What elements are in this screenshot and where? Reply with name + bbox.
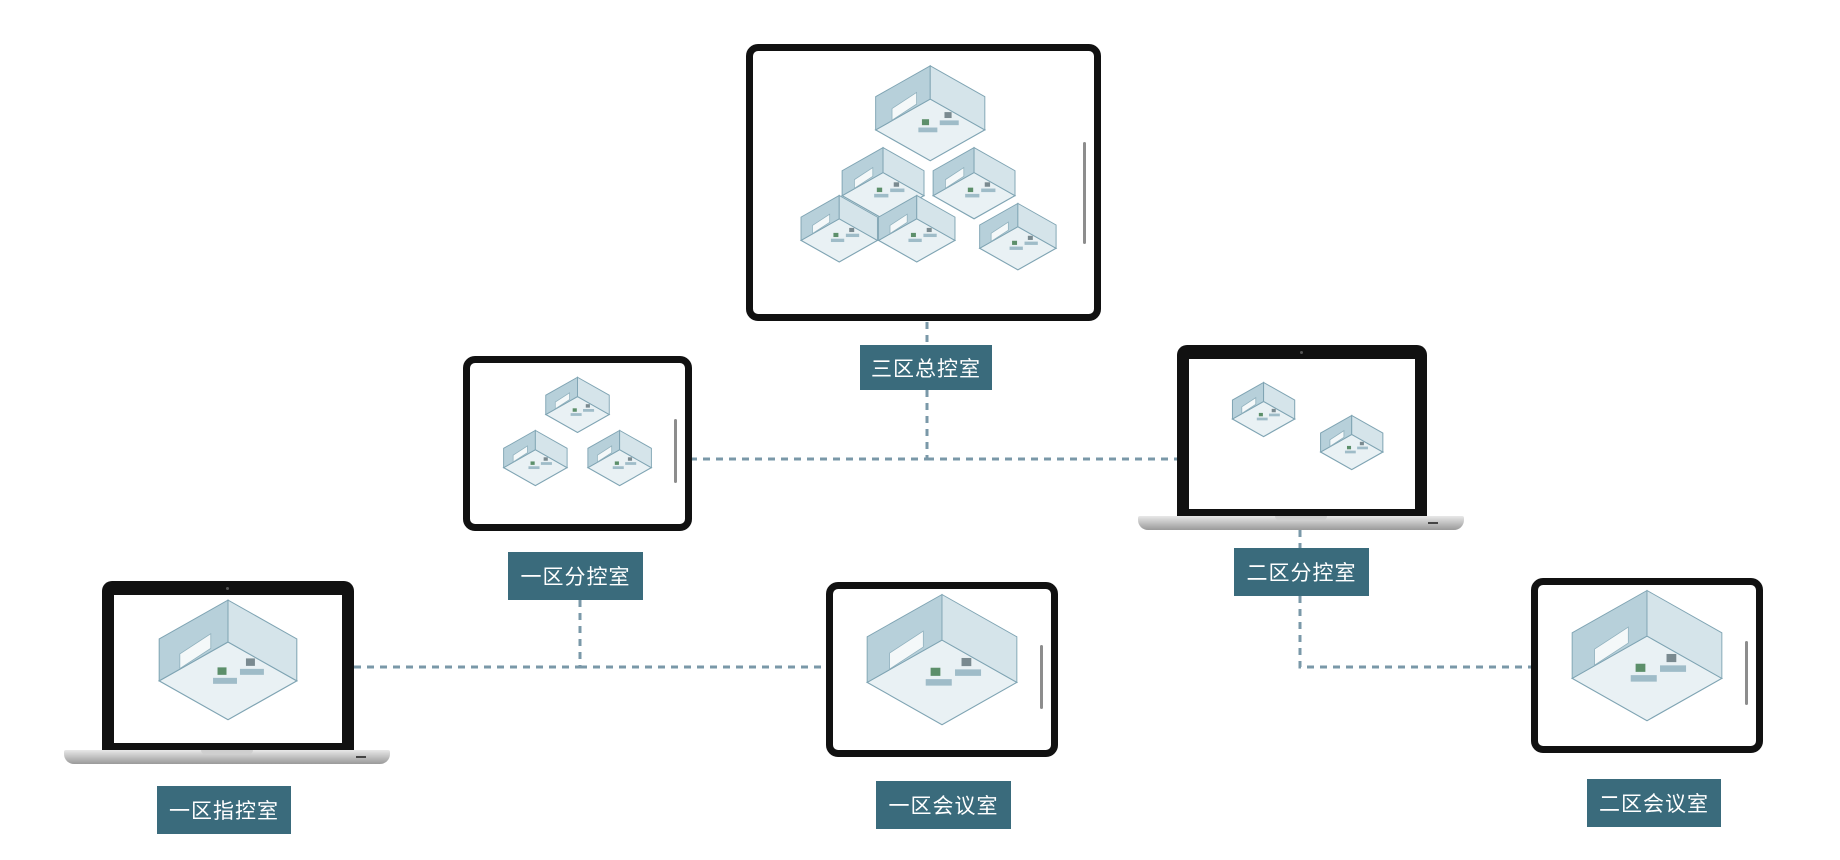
room-icon	[1319, 414, 1385, 471]
node-label: 一区指控室	[157, 786, 291, 834]
room-icon	[931, 146, 1017, 220]
link-line-hq-zone1_sub	[692, 322, 929, 461]
tablet-icon	[826, 582, 1058, 757]
room-icon	[877, 194, 957, 263]
room-icon	[1231, 381, 1296, 438]
node-label: 一区分控室	[508, 552, 643, 600]
room-icon	[157, 599, 299, 721]
tablet-icon	[1531, 578, 1763, 753]
rooms-illustration	[799, 64, 1058, 271]
room-icon	[502, 429, 569, 487]
tablet-icon	[463, 356, 692, 531]
room-icon	[874, 64, 986, 162]
laptop-icon	[64, 581, 390, 764]
scrollbar	[674, 419, 677, 483]
room-icon	[1571, 589, 1723, 722]
rooms-illustration	[866, 593, 1018, 726]
scrollbar	[1745, 641, 1748, 705]
node-label: 三区总控室	[860, 345, 992, 390]
rooms-illustration	[1231, 381, 1385, 471]
laptop-icon	[1138, 345, 1464, 530]
node-label: 二区会议室	[1587, 779, 1721, 827]
node-label: 二区分控室	[1234, 548, 1369, 596]
rooms-illustration	[502, 376, 653, 487]
tablet-icon	[746, 44, 1101, 321]
node-label: 一区会议室	[876, 781, 1011, 829]
room-icon	[866, 593, 1018, 726]
link-line-zone2_sub-zone2_meeting	[1298, 530, 1531, 669]
rooms-illustration	[157, 599, 299, 721]
room-icon	[978, 202, 1058, 271]
room-icon	[586, 429, 653, 487]
room-icon	[799, 194, 879, 263]
scrollbar	[1040, 645, 1043, 709]
room-icon	[544, 376, 611, 434]
scrollbar	[1083, 142, 1086, 244]
rooms-illustration	[1571, 589, 1723, 722]
